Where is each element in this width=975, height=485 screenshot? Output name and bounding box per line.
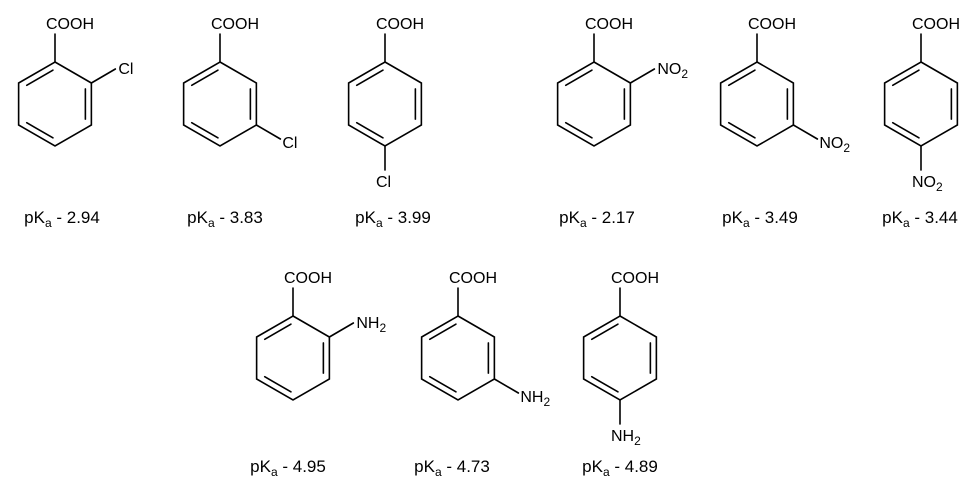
double-bond (564, 69, 593, 87)
substituent-label: NO2 (657, 61, 688, 81)
substituent-bond (629, 68, 656, 84)
double-bond (727, 121, 756, 139)
substituent-label: NH2 (611, 428, 641, 448)
pka-label: pKa - 2.94 (24, 208, 100, 230)
benzene-ring (719, 61, 795, 147)
molecule-para-cl: COOH Cl pKa - 3.99 (347, 16, 431, 230)
substituent-label: NO2 (912, 174, 943, 194)
benzene-ring (883, 61, 959, 147)
double-bond (727, 69, 756, 87)
substituent-label: Cl (118, 61, 133, 78)
pka-label: pKa - 3.49 (722, 208, 798, 230)
double-bond (590, 375, 619, 393)
substituent-label: NH2 (356, 315, 386, 335)
molecule-meta-nh: COOH NH2 pKa - 4.73 (414, 270, 550, 479)
substituent-label: Cl (282, 135, 297, 152)
benzene-ring (255, 315, 331, 401)
carboxyl-label: COOH (748, 16, 796, 33)
double-bond (891, 121, 920, 139)
benzene-ring (182, 61, 258, 147)
double-bond (428, 375, 457, 393)
double-bond (590, 323, 619, 341)
molecule-meta-cl: COOH Cl pKa - 3.83 (182, 16, 297, 230)
double-bond (355, 121, 384, 139)
substituent-bond (328, 322, 355, 338)
carboxyl-label: COOH (449, 270, 497, 287)
pka-label: pKa - 2.17 (559, 208, 635, 230)
double-bond (564, 121, 593, 139)
pka-label: pKa - 4.95 (250, 457, 326, 479)
molecule-ortho-cl: COOH Cl pKa - 2.94 (17, 16, 133, 230)
substituent-bond (792, 124, 819, 140)
pka-label: pKa - 3.99 (355, 208, 431, 230)
substituent-bond (493, 378, 520, 394)
carboxyl-label: COOH (912, 16, 960, 33)
double-bond (428, 323, 457, 341)
substituent-label: NO2 (819, 135, 850, 155)
benzene-ring (347, 61, 423, 147)
carboxyl-label: COOH (585, 16, 633, 33)
substituent-bond (255, 124, 282, 140)
double-bond (263, 323, 292, 341)
carboxyl-label: COOH (46, 16, 94, 33)
double-bond (891, 69, 920, 87)
substituent-label: Cl (376, 174, 391, 191)
double-bond (355, 69, 384, 87)
carboxyl-label: COOH (284, 270, 332, 287)
carboxyl-label: COOH (611, 270, 659, 287)
molecule-para-no: COOH NO2 pKa - 3.44 (882, 16, 960, 230)
benzene-ring (420, 315, 496, 401)
benzene-ring (17, 61, 93, 147)
pka-label: pKa - 4.73 (414, 457, 490, 479)
carboxyl-label: COOH (376, 16, 424, 33)
double-bond (25, 121, 54, 139)
double-bond (190, 69, 219, 87)
double-bond (25, 69, 54, 87)
substituent-label: NH2 (520, 389, 550, 409)
substituent-bond (90, 68, 117, 84)
molecule-ortho-nh: COOH NH2 pKa - 4.95 (250, 270, 386, 479)
molecule-ortho-no: COOH NO2 pKa - 2.17 (556, 16, 688, 230)
pka-label: pKa - 3.44 (882, 208, 958, 230)
double-bond (263, 375, 292, 393)
carboxyl-label: COOH (211, 16, 259, 33)
benzene-ring (582, 315, 658, 401)
benzene-ring (556, 61, 632, 147)
pka-label: pKa - 3.83 (187, 208, 263, 230)
molecule-para-nh: COOH NH2 pKa - 4.89 (582, 270, 659, 479)
double-bond (190, 121, 219, 139)
molecule-meta-no: COOH NO2 pKa - 3.49 (719, 16, 850, 230)
pka-label: pKa - 4.89 (582, 457, 658, 479)
